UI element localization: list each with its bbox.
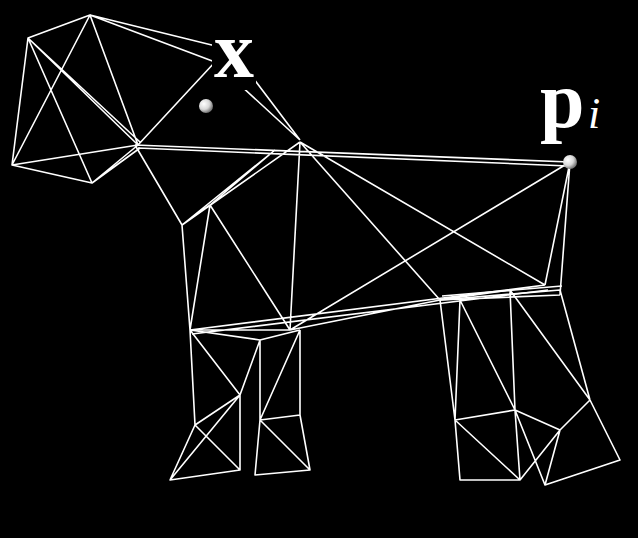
point-label: x (212, 10, 256, 90)
point-x (199, 99, 213, 113)
subscript-index: i (586, 92, 602, 136)
cage-mesh (12, 15, 620, 485)
point-p (563, 155, 577, 169)
point-label: p (538, 60, 587, 140)
